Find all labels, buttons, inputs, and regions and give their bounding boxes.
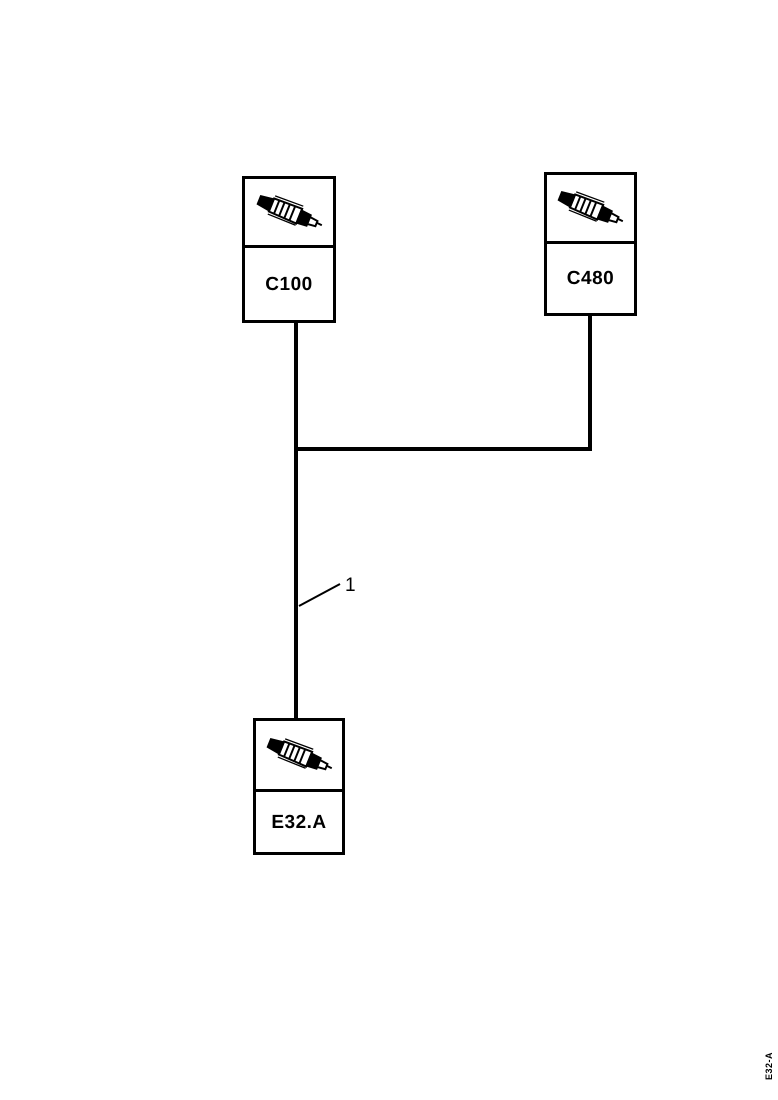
callout-number-1: 1	[345, 575, 356, 596]
connector-node-e32a[interactable]: E32.A	[253, 718, 345, 855]
connector-plug-icon	[557, 190, 624, 224]
connector-label-cell: C480	[547, 244, 634, 313]
connector-pictogram-cell	[256, 721, 342, 792]
callout-leader-line	[298, 583, 341, 607]
connector-plug-icon	[266, 738, 333, 771]
connector-node-c480[interactable]: C480	[544, 172, 637, 316]
connector-label-cell: C100	[245, 248, 333, 320]
connector-label-cell: E32.A	[256, 792, 342, 852]
connector-pictogram-cell	[245, 179, 333, 248]
sheet-code-watermark: E32-A	[764, 1052, 774, 1081]
connector-label: E32.A	[271, 811, 327, 833]
connector-pictogram-cell	[547, 175, 634, 244]
connector-label: C100	[265, 273, 313, 295]
connector-node-c100[interactable]: C100	[242, 176, 336, 323]
connector-plug-icon	[256, 194, 323, 228]
connector-label: C480	[566, 268, 615, 289]
